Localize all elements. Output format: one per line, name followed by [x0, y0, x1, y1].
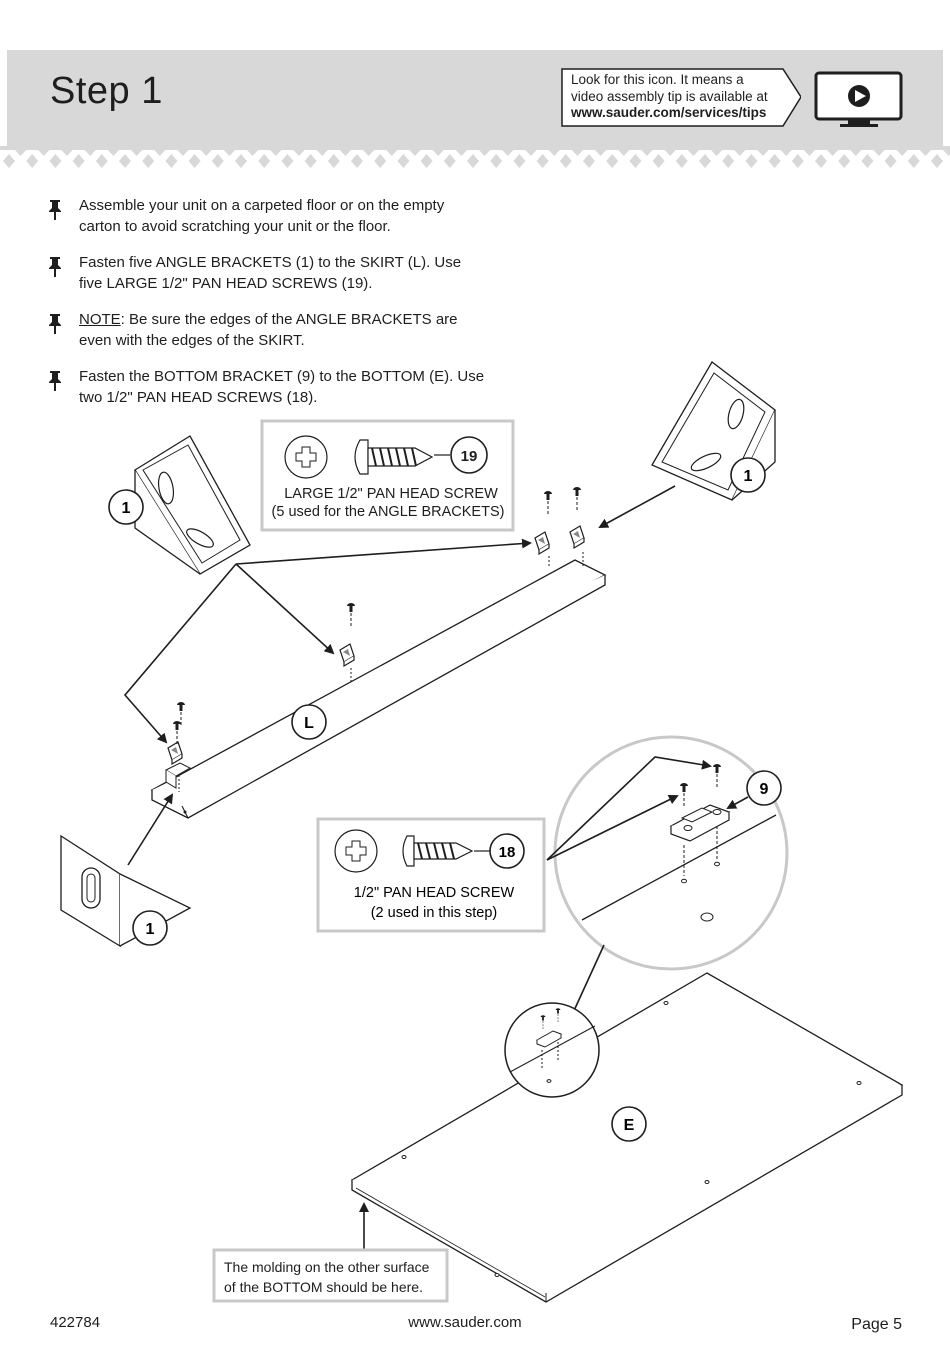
diamond-shape	[907, 154, 920, 168]
diamond-shape	[281, 154, 294, 168]
label-angle-bracket-3: 1	[146, 921, 155, 938]
callout-number-19: 19	[461, 448, 478, 465]
diamond-shape	[165, 154, 178, 168]
diamond-shape	[142, 154, 155, 168]
diamond-shape	[861, 154, 874, 168]
note-label: NOTE	[79, 311, 121, 328]
screw-18-callout: 18 1/2" PAN HEAD SCREW (2 used in this s…	[316, 817, 546, 933]
diamond-shape	[791, 154, 804, 168]
molding-note-line1: The molding on the other surface	[224, 1259, 430, 1275]
label-bottom: E	[624, 1117, 635, 1134]
tip-line-1: Look for this icon. It means a	[571, 72, 744, 87]
instruction-text: Fasten the BOTTOM BRACKET (9) to the BOT…	[79, 368, 485, 406]
callout-19-line1: LARGE 1/2" PAN HEAD SCREW	[284, 486, 498, 502]
diamond-shape	[211, 154, 224, 168]
instruction-list: Assemble your unit on a carpeted floor o…	[48, 195, 488, 423]
label-bottom-bracket: 9	[760, 781, 769, 798]
instruction-text: Fasten five ANGLE BRACKETS (1) to the SK…	[79, 254, 462, 292]
tip-text: Look for this icon. It means a video ass…	[571, 72, 786, 122]
footer-website-link[interactable]: www.sauder.com	[408, 1314, 522, 1331]
callout-18-line1: 1/2" PAN HEAD SCREW	[354, 885, 515, 901]
arrow-lines	[123, 485, 676, 866]
video-play-icon[interactable]	[814, 70, 904, 130]
diamond-shape	[374, 154, 387, 168]
diamond-shape	[49, 154, 62, 168]
pan-head-screw-icon	[402, 835, 474, 867]
diamond-shape	[397, 154, 410, 168]
step-title: Step 1	[50, 70, 163, 112]
diamond-shape	[722, 154, 735, 168]
diamond-shape	[443, 154, 456, 168]
diamond-shape	[420, 154, 433, 168]
pushpin-icon	[49, 371, 61, 391]
large-pan-head-screw-icon	[354, 439, 434, 475]
angle-bracket-detail	[60, 834, 192, 948]
diamond-shape	[745, 154, 758, 168]
small-detail-circle	[504, 1002, 600, 1098]
diamond-shape	[838, 154, 851, 168]
screw-19-callout: 19 LARGE 1/2" PAN HEAD SCREW (5 used for…	[260, 419, 515, 532]
diamond-shape	[72, 154, 85, 168]
instruction-item: NOTE: Be sure the edges of the ANGLE BRA…	[48, 309, 488, 351]
diamond-shape	[513, 154, 526, 168]
decorative-diamond-row	[0, 146, 950, 168]
page-number: Page 5	[851, 1316, 902, 1333]
diamond-shape	[351, 154, 363, 168]
diamond-shape	[699, 154, 711, 168]
instruction-text: : Be sure the edges of the ANGLE BRACKET…	[79, 311, 458, 349]
diamond-shape	[536, 154, 549, 168]
diamond-shape	[606, 154, 619, 168]
tip-line-2: video assembly tip is available at	[571, 88, 768, 104]
instruction-item: Fasten the BOTTOM BRACKET (9) to the BOT…	[48, 366, 488, 408]
diamond-shape	[3, 154, 15, 168]
diamond-shape	[884, 154, 897, 168]
callout-number-18: 18	[499, 844, 516, 861]
diamond-shape	[815, 154, 827, 168]
callout-19-line2: (5 used for the ANGLE BRACKETS)	[272, 504, 505, 520]
diamond-shape	[675, 154, 688, 168]
magnified-detail	[553, 735, 789, 971]
diamond-shape	[490, 154, 503, 168]
diamond-shape	[931, 154, 943, 168]
diamond-shape	[559, 154, 572, 168]
diamond-shape	[304, 154, 317, 168]
part-number: 422784	[50, 1314, 101, 1331]
tip-callout-box	[561, 68, 801, 127]
angle-bracket-large-left	[134, 435, 251, 575]
instruction-item: Fasten five ANGLE BRACKETS (1) to the SK…	[48, 252, 488, 294]
diamond-shape	[629, 154, 642, 168]
pushpin-icon	[49, 257, 61, 277]
diamond-shape	[768, 154, 781, 168]
callout-18-line2: (2 used in this step)	[371, 905, 498, 921]
label-angle-bracket-2: 1	[744, 468, 753, 485]
diamond-shape	[258, 154, 271, 168]
molding-note-line2: of the BOTTOM should be here.	[224, 1279, 423, 1295]
zigzag-edge	[0, 146, 950, 156]
diamond-shape	[467, 154, 479, 168]
diamond-shape	[652, 154, 665, 168]
label-skirt: L	[304, 715, 314, 732]
pushpin-icon	[49, 314, 61, 334]
skirt-board	[150, 559, 607, 819]
diamond-shape	[235, 154, 247, 168]
label-angle-bracket-1: 1	[122, 500, 131, 517]
molding-note-box: The molding on the other surface of the …	[212, 1248, 449, 1303]
diamond-shape	[119, 154, 131, 168]
pushpin-icon	[49, 200, 61, 220]
diamond-shape	[583, 154, 595, 168]
instruction-text: Assemble your unit on a carpeted floor o…	[79, 197, 445, 235]
tip-url-link[interactable]: www.sauder.com/services/tips	[571, 105, 767, 120]
diamond-shape	[95, 154, 108, 168]
instruction-item: Assemble your unit on a carpeted floor o…	[48, 195, 488, 237]
diamond-shape	[26, 154, 39, 168]
diamond-shape	[188, 154, 201, 168]
diamond-shape	[327, 154, 340, 168]
